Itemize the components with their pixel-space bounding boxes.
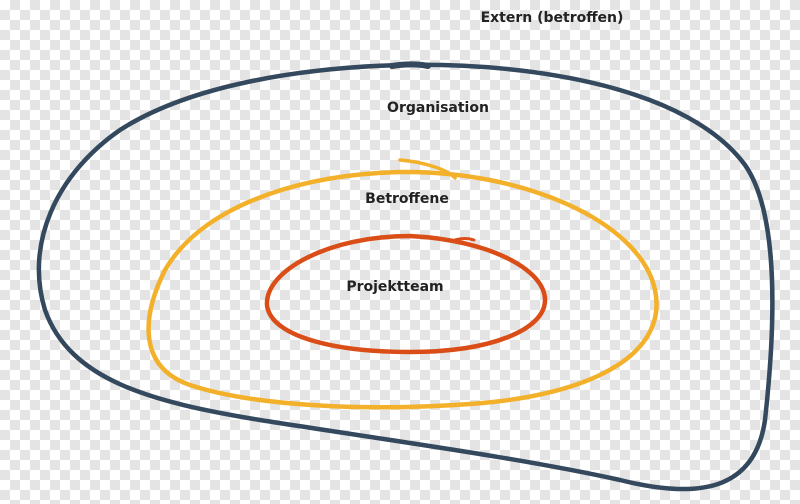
betroffene-ring-overlap — [398, 158, 457, 180]
betroffene-ring — [146, 169, 659, 410]
projektteam-label: Projektteam — [346, 279, 443, 295]
projektteam-ring-overlap — [453, 237, 476, 242]
organisation-ring-overlap — [389, 61, 431, 69]
projektteam-ring — [264, 233, 548, 355]
organisation-label: Organisation — [387, 100, 489, 116]
organisation-ring — [36, 62, 775, 492]
betroffene-label: Betroffene — [365, 191, 449, 207]
extern-label: Extern (betroffen) — [481, 10, 624, 26]
